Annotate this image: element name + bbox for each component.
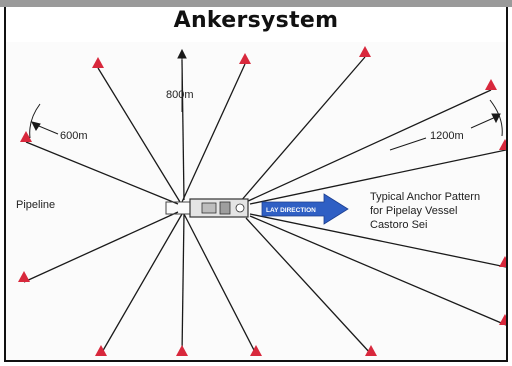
- top-strip: [0, 0, 512, 7]
- anchor-icon: [499, 139, 506, 150]
- dimension-arc: [29, 103, 41, 139]
- anchor-icon: [485, 79, 497, 90]
- arrowhead-icon: [177, 48, 187, 59]
- anchor-icon: [18, 271, 30, 282]
- cable-line: [25, 141, 179, 205]
- label-lay-direction: LAY DIRECTION: [266, 207, 316, 214]
- anchor-icon: [95, 345, 107, 356]
- anchor-icon: [250, 345, 262, 356]
- cable-line: [183, 213, 257, 355]
- anchor-icon: [239, 53, 251, 64]
- slide-title: Ankersystem: [173, 8, 339, 33]
- cable-line: [239, 56, 366, 203]
- vessel-crane: [235, 203, 245, 213]
- cable-line: [249, 213, 506, 268]
- cable-line: [97, 67, 181, 203]
- dimension-600: [29, 103, 59, 139]
- label-800m: 800m: [166, 89, 194, 101]
- anchor-icon: [20, 131, 32, 142]
- arrow-right-icon: [261, 193, 349, 225]
- anchor-markers: [18, 46, 506, 356]
- anchor-diagram-svg: 800m 600m 1200m Pipeline: [16, 46, 506, 356]
- caption-line-2: for Pipelay Vessel: [370, 205, 457, 217]
- vessel-deck-module: [219, 201, 231, 215]
- vessel: [165, 198, 249, 218]
- dimension-800: [177, 48, 187, 112]
- cable-line: [249, 149, 506, 205]
- cable-line: [245, 217, 372, 355]
- vessel-deck-module: [201, 202, 217, 214]
- anchor-icon: [499, 314, 506, 325]
- dimension-1200: [389, 99, 503, 151]
- caption-line-3: Castoro Sei: [370, 219, 427, 231]
- caption-line-1: Typical Anchor Pattern: [370, 191, 480, 203]
- anchor-icon: [92, 57, 104, 68]
- anchor-diagram: 800m 600m 1200m Pipeline: [6, 42, 506, 360]
- dimension-line: [389, 137, 427, 151]
- cable-line: [181, 63, 246, 203]
- label-1200m: 1200m: [430, 130, 464, 142]
- arrowhead-icon: [31, 121, 41, 131]
- cable-line: [181, 213, 185, 355]
- anchor-icon: [365, 345, 377, 356]
- dimension-arc: [489, 99, 503, 137]
- lay-direction-arrow: [261, 193, 349, 225]
- cable-line: [249, 215, 506, 326]
- anchor-icon: [499, 256, 506, 267]
- cable-line: [23, 211, 179, 283]
- label-pipeline: Pipeline: [16, 199, 55, 211]
- arrowhead-icon: [491, 113, 501, 124]
- anchor-cables: [23, 56, 506, 355]
- label-600m: 600m: [60, 130, 88, 142]
- cable-line: [245, 89, 492, 203]
- anchor-icon: [176, 345, 188, 356]
- cable-line: [100, 213, 183, 355]
- anchor-icon: [359, 46, 371, 57]
